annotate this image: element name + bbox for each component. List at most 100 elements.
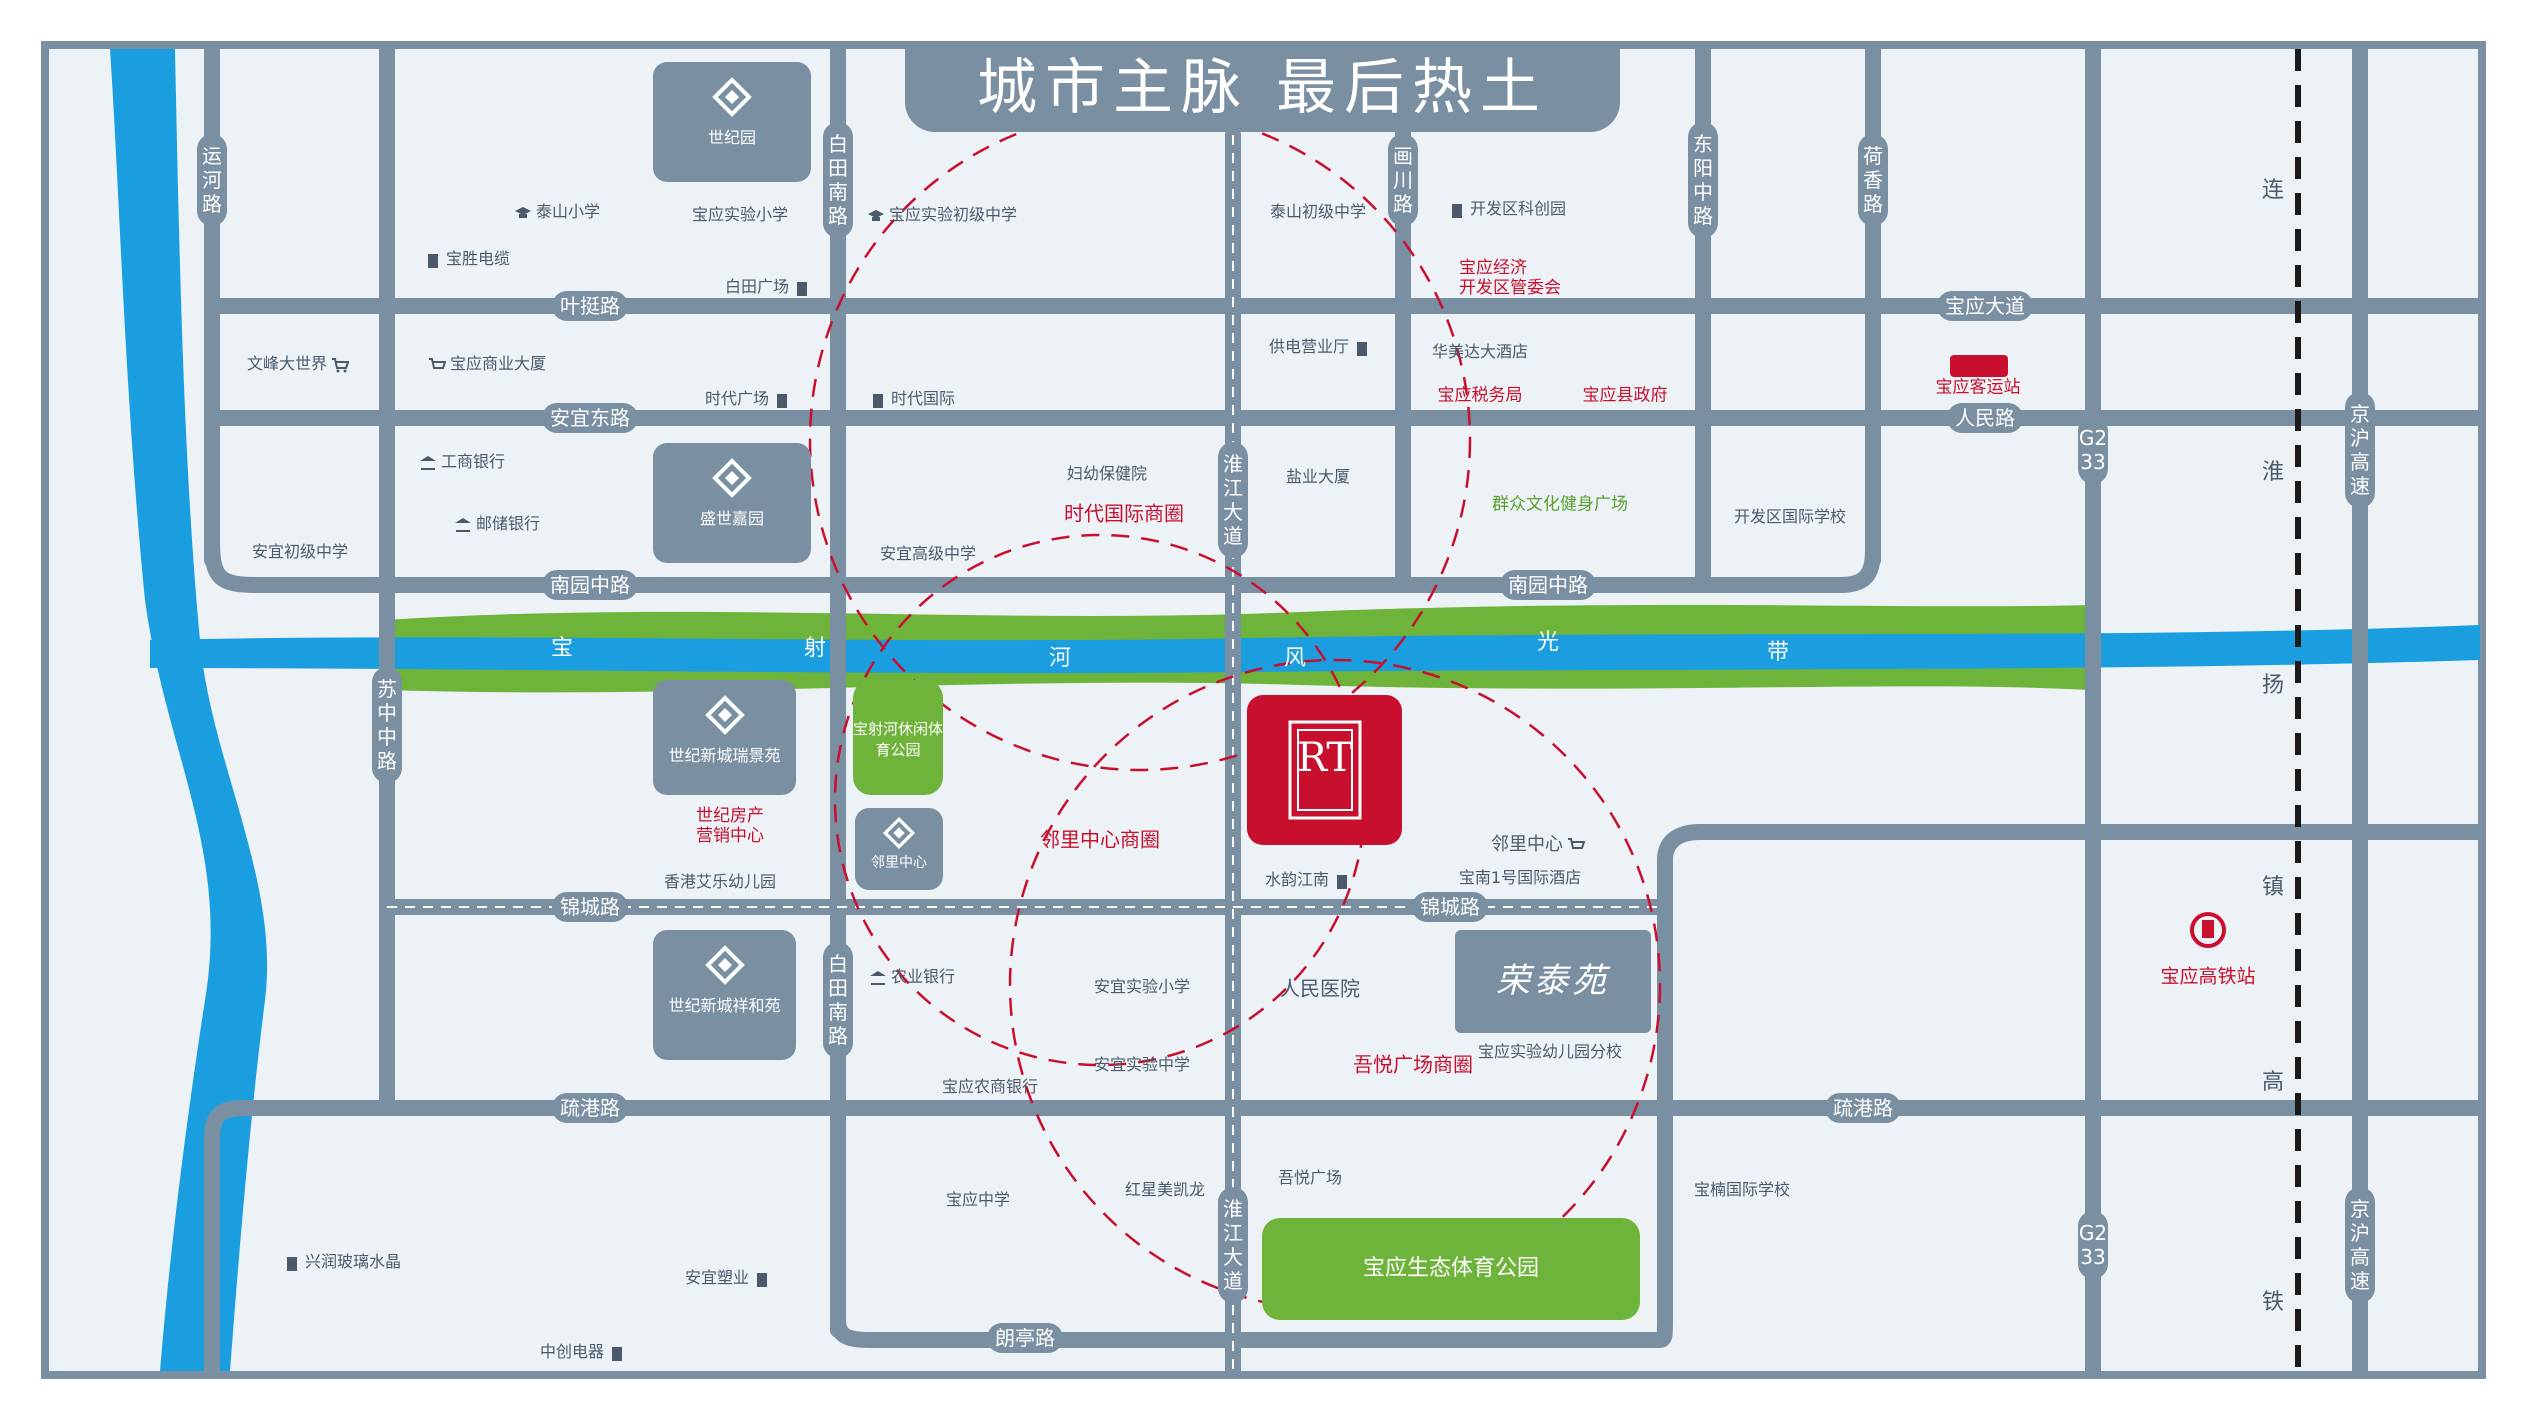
poi-xingrun[interactable]: 兴润玻璃水晶 [279, 1248, 401, 1272]
road-label-shugang-left: 疏港路 [552, 1093, 628, 1123]
poi-label: 宝应实验初级中学 [888, 205, 1018, 224]
project-card[interactable]: 荣泰苑 [1455, 930, 1651, 1033]
poi-anyi-gaoji[interactable]: 安宜高级中学 [880, 540, 976, 564]
poi-shuiyun[interactable]: 水韵江南 [1265, 866, 1355, 890]
poi-label: 宝应中学 [945, 1190, 1011, 1209]
poi-shiyan-youeryuan[interactable]: 宝应实验幼儿园分校 [1478, 1038, 1622, 1062]
poi-shiyan-xx-bottom[interactable]: 安宜实验小学 [1094, 973, 1190, 997]
building-icon [1353, 340, 1371, 356]
estate-shijiyuan[interactable]: 世纪园 [653, 62, 811, 182]
poi-nongshang[interactable]: 宝应农商银行 [942, 1073, 1038, 1097]
poi-keyunzhan[interactable]: 宝应客运站 [1936, 373, 2021, 398]
bus-icon [1950, 355, 2008, 377]
poi-label: 妇幼保健院 [1066, 464, 1148, 483]
poi-baitian-guangchang[interactable]: 白田广场 [725, 273, 815, 297]
poi-label: 时代国际 [890, 389, 956, 408]
road-label-huachuan: 画川路 [1388, 134, 1418, 226]
poi-shiyan-czx[interactable]: 宝应实验初级中学 [863, 201, 1017, 225]
road-label-langting: 朗亭路 [987, 1323, 1063, 1353]
poi-shangye-dasha[interactable]: 宝应商业大厦 [424, 350, 546, 374]
poi-shidai-guoji[interactable]: 时代国际 [865, 385, 955, 409]
project-name: 荣泰苑 [1496, 961, 1610, 1001]
building-icon [793, 280, 811, 296]
building-icon [869, 392, 887, 408]
poi-fuyou[interactable]: 妇幼保健院 [1067, 460, 1147, 484]
road-label-baitian-bottom: 白田南路 [823, 942, 853, 1058]
road-label-baitian-top: 白田南路 [823, 122, 853, 238]
poi-baonan-xuexiao[interactable]: 宝楠国际学校 [1694, 1176, 1790, 1200]
poi-gongdian[interactable]: 供电营业厅 [1269, 333, 1375, 357]
poi-qunzhong[interactable]: 群众文化健身广场 [1492, 490, 1628, 515]
poi-yanye[interactable]: 盐业大厦 [1286, 463, 1350, 487]
poi-label: 宝应农商银行 [941, 1077, 1039, 1096]
poi-kaifaqu-xuexiao[interactable]: 开发区国际学校 [1734, 503, 1846, 527]
poi-youchu[interactable]: 邮储银行 [450, 510, 540, 534]
rail-char-4: 镇 [2261, 875, 2285, 900]
page-title: 城市主脉 最后热土 [905, 44, 1620, 132]
poi-label: 白田广场 [724, 277, 790, 296]
estate-xiangheyuan[interactable]: 世纪新城祥和苑 [653, 930, 796, 1060]
poi-nongye[interactable]: 农业银行 [865, 963, 955, 987]
poi-huameida[interactable]: 华美达大酒店 [1432, 338, 1528, 362]
poi-gongshang[interactable]: 工商银行 [415, 448, 505, 472]
building-icon [424, 252, 442, 268]
poi-label: 宝楠国际学校 [1693, 1180, 1791, 1199]
poi-label: 世纪房产 营销中心 [696, 806, 764, 846]
park-label: 宝应生态体育公园 [1362, 1256, 1539, 1281]
poi-wenfeng[interactable]: 文峰大世界 [247, 350, 353, 374]
poi-anyi-czx[interactable]: 安宜初级中学 [252, 538, 348, 562]
poi-hongxing[interactable]: 红星美凯龙 [1125, 1176, 1205, 1200]
poi-shuiwuju[interactable]: 宝应税务局 [1438, 381, 1523, 406]
poi-shiyan-xx-top[interactable]: 宝应实验小学 [692, 201, 788, 225]
poi-label: 宝应高铁站 [2160, 965, 2256, 988]
road-label-shugang-right: 疏港路 [1825, 1093, 1901, 1123]
road-label-hexiang: 荷香路 [1858, 134, 1888, 226]
poi-baoying-zx[interactable]: 宝应中学 [946, 1186, 1010, 1210]
poi-baosheng[interactable]: 宝胜电缆 [420, 245, 510, 269]
poi-label: 香港艾乐幼儿园 [663, 872, 777, 891]
estate-ruijingyuan[interactable]: 世纪新城瑞景苑 [653, 680, 796, 795]
road-label-yeting: 叶挺路 [552, 291, 628, 321]
river-char-4: 风 [1283, 646, 1307, 671]
poi-label: 工商银行 [440, 452, 506, 471]
poi-shiji-fangchan[interactable]: 世纪房产 营销中心 [696, 806, 764, 846]
poi-label: 时代广场 [704, 389, 770, 408]
road-label-renmin: 人民路 [1947, 403, 2023, 433]
poi-zhongchuang[interactable]: 中创电器 [540, 1338, 630, 1362]
estate-shengshi-jiayuan[interactable]: 盛世嘉园 [653, 443, 811, 563]
poi-anyi-shiyan-zx[interactable]: 安宜实验中学 [1094, 1051, 1190, 1075]
poi-label: 宝应税务局 [1437, 385, 1523, 406]
poi-label: 泰山初级中学 [1269, 202, 1367, 221]
poi-baonan-jiudian[interactable]: 宝南1号国际酒店 [1459, 864, 1581, 888]
road-label-g233-top: G233 [2078, 416, 2108, 484]
poi-guanweihui[interactable]: 宝应经济 开发区管委会 [1459, 258, 1561, 298]
poi-xianzhengfu[interactable]: 宝应县政府 [1583, 381, 1668, 406]
poi-wuyue-guangchang[interactable]: 吾悦广场 [1278, 1164, 1342, 1188]
poi-label: 红星美凯龙 [1124, 1180, 1206, 1199]
poi-label: 群众文化健身广场 [1492, 494, 1628, 515]
poi-xianggang-aile[interactable]: 香港艾乐幼儿园 [664, 868, 776, 892]
estate-linli-zhongxin[interactable]: 邻里中心 [855, 808, 943, 890]
circle-label-wuyue: 吾悦广场商圈 [1353, 1052, 1473, 1077]
poi-renmin-yiyuan[interactable]: 人民医院 [1280, 973, 1360, 1002]
park-ecology[interactable]: 宝应生态体育公园 [1262, 1218, 1640, 1320]
poi-kechuangyuan[interactable]: 开发区科创园 [1444, 195, 1566, 219]
poi-label: 兴润玻璃水晶 [304, 1252, 402, 1271]
river-char-5: 光 [1536, 630, 1560, 655]
gaotie-icon [2190, 912, 2226, 948]
poi-label: 人民医院 [1280, 976, 1360, 1001]
poi-shidai-guangchang[interactable]: 时代广场 [705, 385, 795, 409]
poi-gaotie[interactable]: 宝应高铁站 [2160, 962, 2255, 989]
poi-linli-zhongxin[interactable]: 邻里中心 [1491, 830, 1589, 856]
poi-label: 泰山小学 [535, 202, 601, 221]
poi-anyi-suye[interactable]: 安宜塑业 [685, 1264, 775, 1288]
poi-label: 安宜塑业 [684, 1268, 750, 1287]
poi-label: 宝应客运站 [1935, 377, 2021, 398]
park-baoshehe[interactable]: 宝射河休闲体育公园 [853, 680, 943, 795]
poi-taishan-czx[interactable]: 泰山初级中学 [1270, 198, 1366, 222]
poi-taishan-xx[interactable]: 泰山小学 [510, 198, 600, 222]
road-label-anyi-dong: 安宜东路 [542, 403, 638, 433]
circle-shidai [808, 108, 1472, 772]
cart-icon [428, 357, 446, 373]
